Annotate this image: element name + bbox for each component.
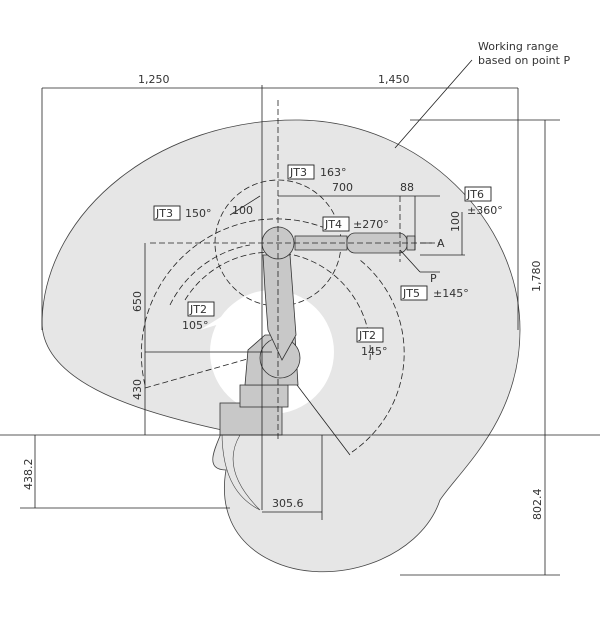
dim-below-left: 438.2 (22, 459, 35, 491)
dim-wrist-height: 100 (449, 211, 462, 232)
dim-height-total: 1,780 (530, 261, 543, 293)
point-p-label: P (430, 272, 437, 285)
dim-below-right: 802.4 (531, 489, 544, 521)
svg-text:105°: 105° (182, 319, 209, 332)
dim-forearm: 700 (332, 181, 353, 194)
dim-arm-upper: 650 (131, 291, 144, 312)
joint-label-jt6: JT6 ±360° (464, 186, 503, 217)
svg-text:JT6: JT6 (466, 188, 484, 201)
robot-arm (150, 100, 440, 440)
svg-text:JT5: JT5 (402, 287, 420, 300)
svg-text:JT2: JT2 (189, 303, 207, 316)
svg-text:145°: 145° (361, 345, 388, 358)
joint-label-jt2-105: JT2 105° (182, 301, 215, 332)
robot-base (219, 402, 283, 436)
svg-text:JT4: JT4 (324, 218, 342, 231)
dimension-lines (0, 59, 600, 576)
dim-base-height: 430 (131, 379, 144, 400)
dim-right-reach: 1,450 (378, 73, 410, 86)
annotation-line1: Working range (478, 40, 559, 53)
view-a-label: A (437, 237, 445, 250)
svg-text:±145°: ±145° (433, 287, 469, 300)
svg-text:JT3: JT3 (155, 207, 173, 220)
dim-wrist: 88 (400, 181, 414, 194)
joint-label-jt5: JT5 ±145° (400, 285, 469, 301)
joint-label-jt2-145: JT2 145° (356, 327, 388, 358)
dim-left-reach: 1,250 (138, 73, 170, 86)
joint-label-jt3-150: JT3 150° (153, 205, 212, 221)
svg-text:±270°: ±270° (353, 218, 389, 231)
dim-offset-100: 100 (232, 204, 253, 217)
svg-text:150°: 150° (185, 207, 212, 220)
svg-text:±360°: ±360° (467, 204, 503, 217)
joint-label-jt4: JT4 ±270° (322, 216, 389, 232)
joint-label-jt3-163: JT3 163° (287, 164, 347, 180)
svg-text:JT2: JT2 (358, 329, 376, 342)
svg-text:163°: 163° (320, 166, 347, 179)
lower-arm (262, 254, 297, 361)
dim-offset-bottom: 305.6 (272, 497, 304, 510)
svg-text:JT3: JT3 (289, 166, 307, 179)
annotation-line2: based on point P (478, 54, 570, 67)
